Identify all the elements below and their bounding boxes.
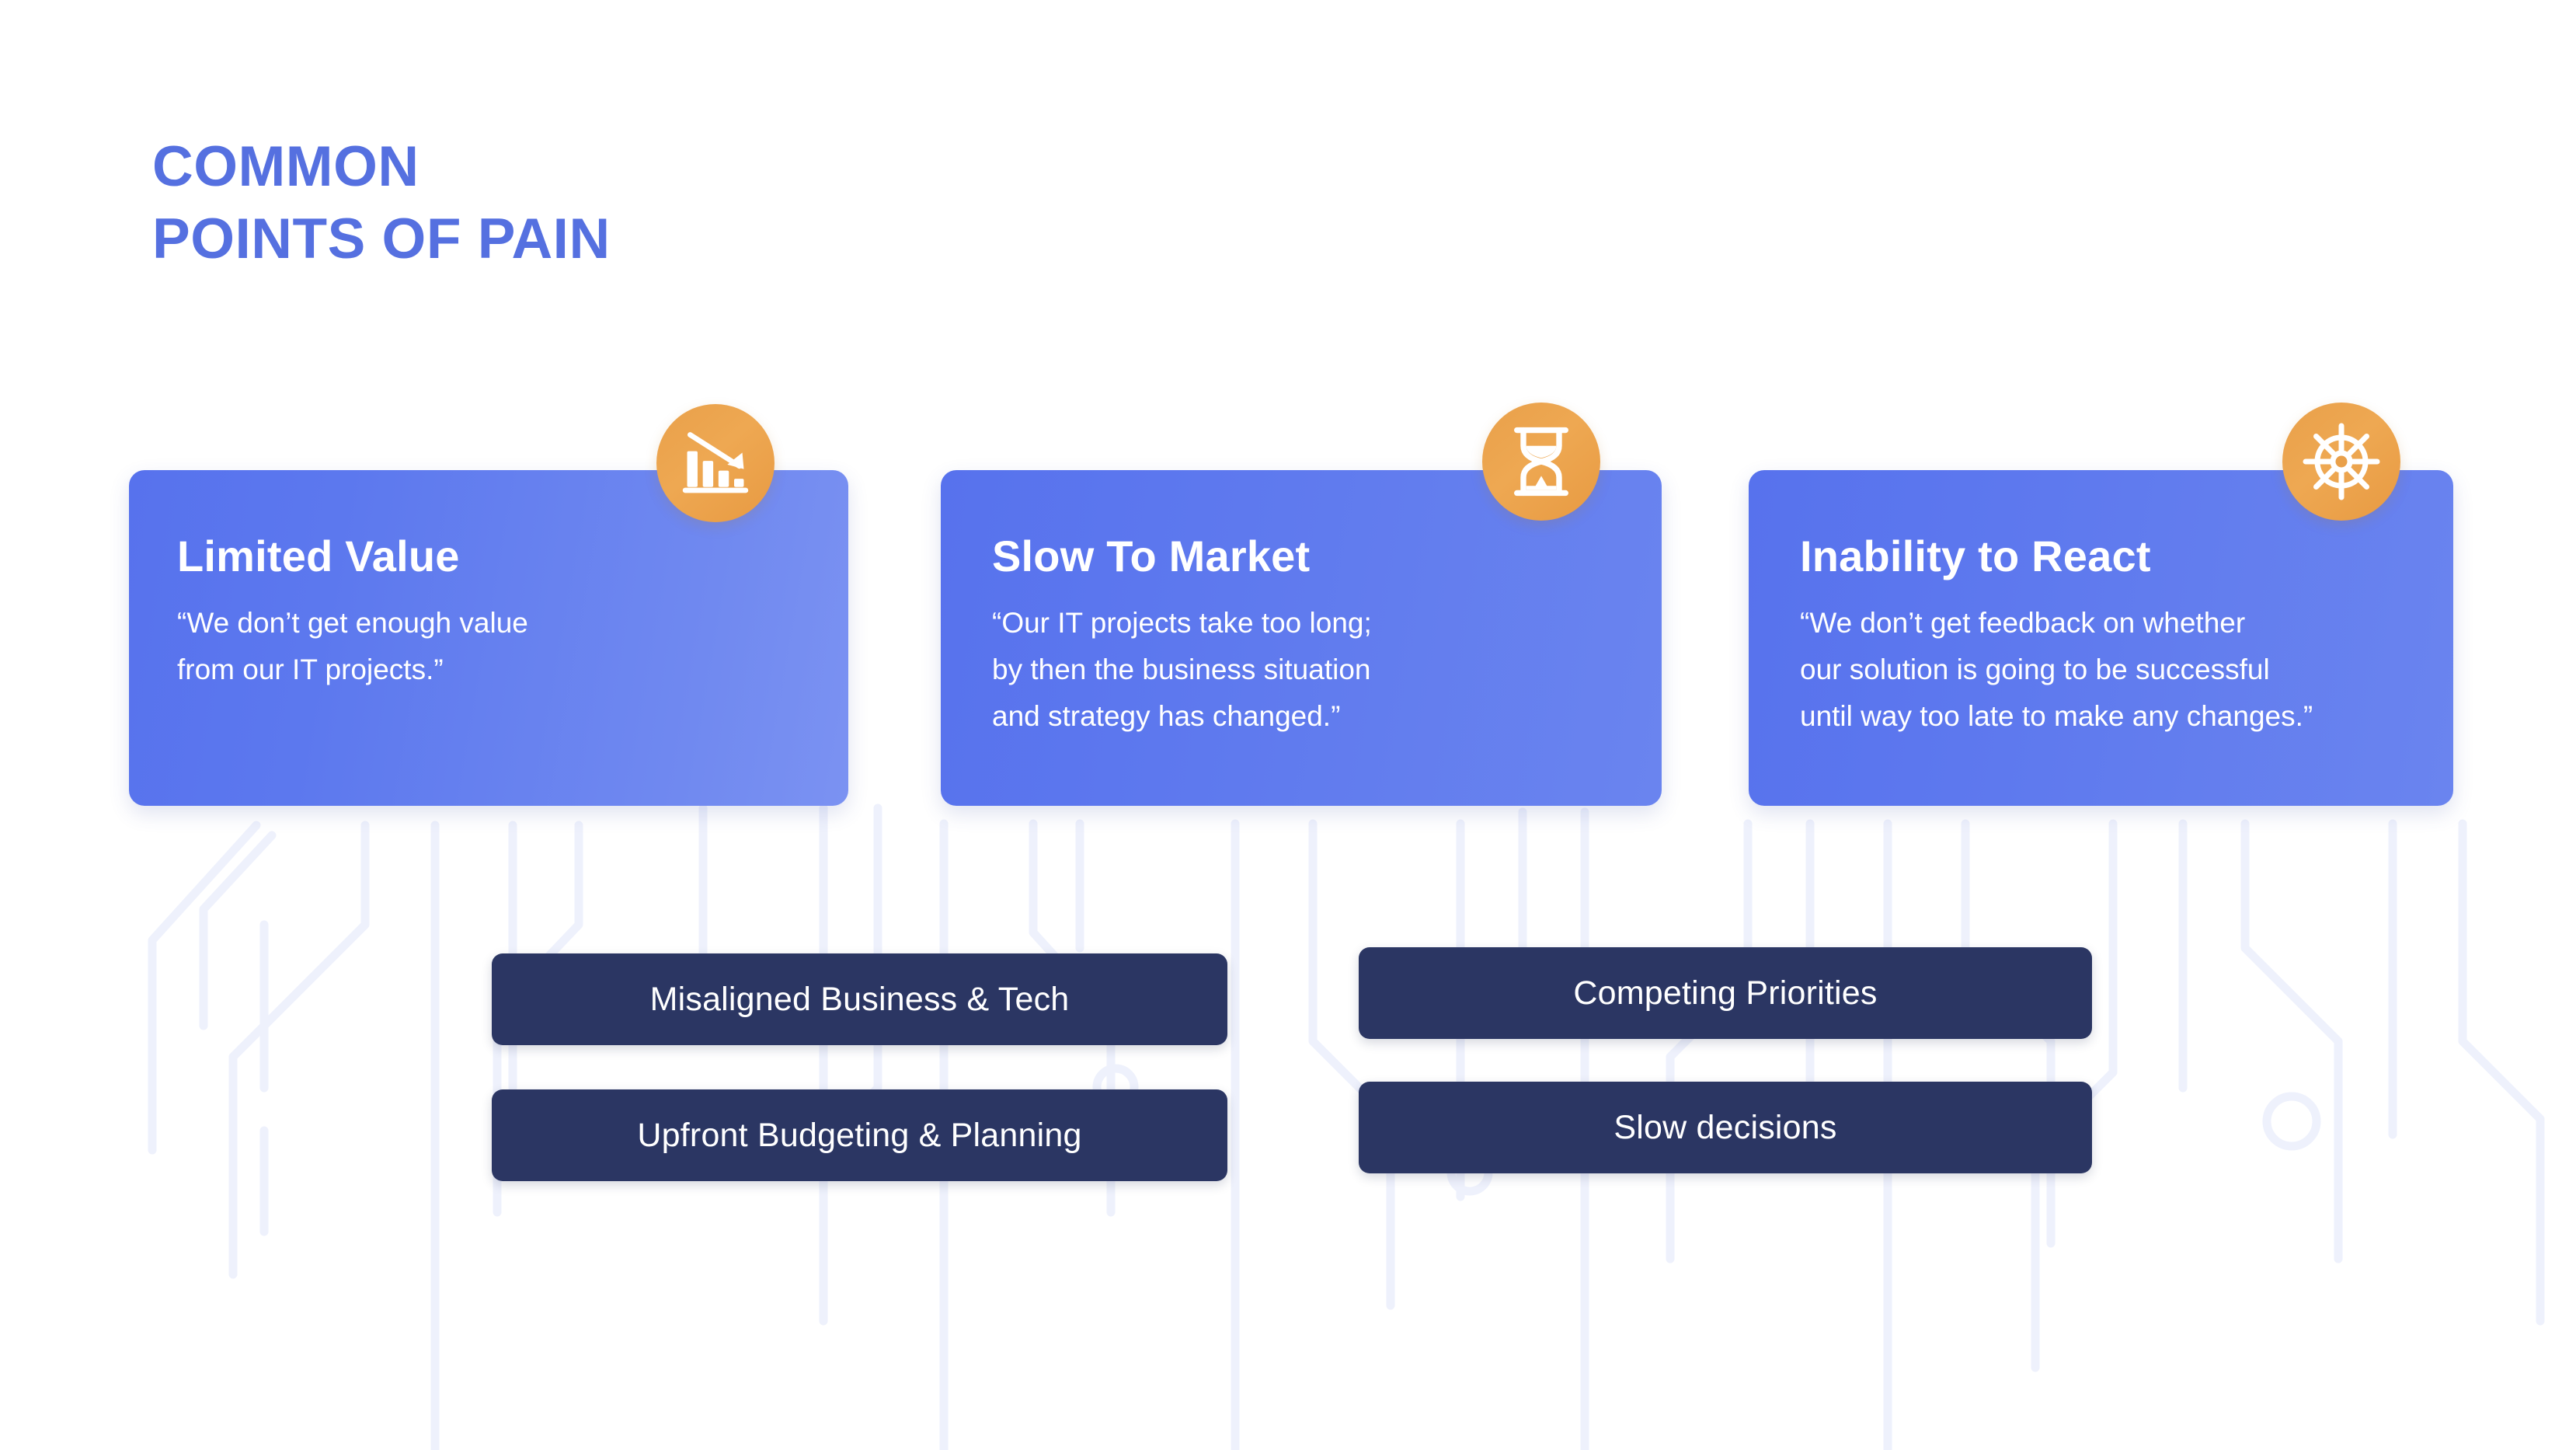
page-title: COMMON POINTS OF PAIN [152,135,611,271]
pill-label: Competing Priorities [1573,974,1878,1012]
pill-upfront-budgeting-and-planning[interactable]: Upfront Budgeting & Planning [492,1089,1227,1181]
card-quote: “We don’t get feedback on whether our so… [1800,607,2313,732]
card-title: Slow To Market [992,532,1311,580]
pain-point-card-inability-to-react: Inability to React “We don’t get feedbac… [1749,470,2453,806]
card-quote: “We don’t get enough value from our IT p… [177,607,528,685]
badge-slow-to-market [1482,403,1600,521]
card-title: Limited Value [177,532,460,580]
pill-misaligned-business-and-tech[interactable]: Misaligned Business & Tech [492,953,1227,1045]
pill-label: Upfront Budgeting & Planning [637,1116,1082,1154]
pill-slow-decisions[interactable]: Slow decisions [1359,1082,2092,1173]
pain-point-card-slow-to-market: Slow To Market “Our IT projects take too… [941,470,1662,806]
pill-label: Slow decisions [1613,1108,1837,1146]
badge-inability-to-react [2282,403,2400,521]
ships-wheel-icon [2303,423,2380,500]
badge-limited-value [656,404,775,522]
pain-point-card-limited-value: Limited Value “We don’t get enough value… [129,470,848,806]
pill-label: Misaligned Business & Tech [649,980,1070,1018]
pill-competing-priorities[interactable]: Competing Priorities [1359,947,2092,1039]
declining-bar-chart-icon [682,432,749,493]
card-quote: “Our IT projects take too long; by then … [992,607,1372,732]
card-title: Inability to React [1800,532,2151,580]
hourglass-icon [1514,427,1568,497]
